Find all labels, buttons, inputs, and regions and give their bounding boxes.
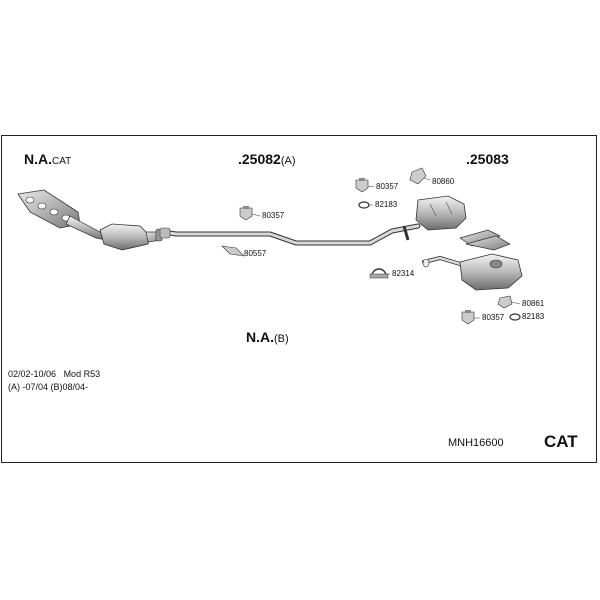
- info-line-1: 02/02-10/06 Mod R53: [8, 369, 101, 379]
- info-line-2: (A) -07/04 (B)08/04-: [8, 382, 89, 392]
- part-label-80860: 80860: [432, 177, 455, 186]
- part-label-80357-b: 80357: [376, 182, 399, 191]
- part-label-82183-a: 82183: [375, 200, 398, 209]
- hanger-80861: [497, 295, 513, 309]
- part-code: MNH16600: [448, 437, 504, 449]
- ring-82183-a: [358, 201, 370, 209]
- part-label-82314: 82314: [392, 269, 415, 278]
- part-label-80861: 80861: [522, 299, 545, 308]
- part-label-80557: 80557: [244, 249, 267, 258]
- rear-muffler-lower: [422, 229, 523, 291]
- part-label-80357-c: 80357: [482, 313, 505, 322]
- bracket-80557: [221, 245, 245, 257]
- leader-lines: [251, 177, 521, 319]
- part-label-80357-a: 80357: [262, 211, 285, 220]
- hanger-80357-a: [239, 206, 253, 221]
- part-label-82183-b: 82183: [522, 312, 545, 321]
- catalytic-converter: [99, 223, 163, 251]
- ring-82183-b: [509, 313, 521, 321]
- hanger-80357-c: [461, 310, 475, 325]
- hanger-80860: [409, 167, 427, 185]
- header-part-25083: .25083: [466, 151, 509, 167]
- diagram-frame: [1, 135, 597, 463]
- exhaust-manifold: [17, 189, 113, 241]
- rear-muffler-upper: [415, 195, 467, 231]
- header-na-cat: N.A.CAT: [24, 151, 72, 167]
- cat-label: CAT: [544, 432, 578, 451]
- center-pipe: [159, 223, 421, 246]
- clamp-82314: [369, 268, 389, 279]
- header-na-b: N.A.(B): [246, 329, 289, 345]
- hanger-80357-b: [355, 178, 369, 193]
- header-part-25082: .25082(A): [238, 151, 296, 167]
